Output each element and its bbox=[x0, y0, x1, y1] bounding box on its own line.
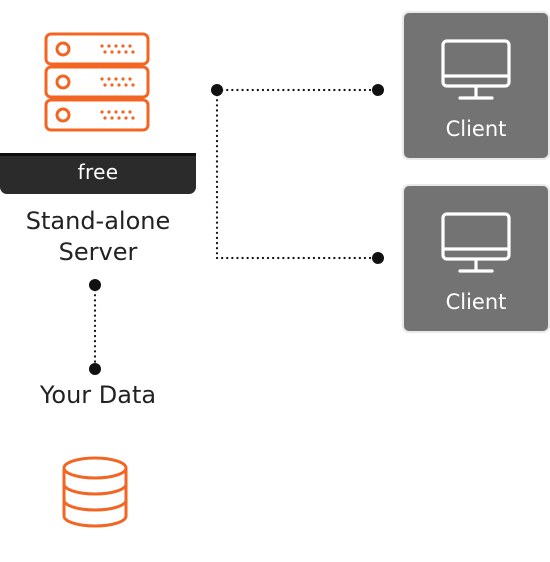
free-badge: free bbox=[0, 153, 196, 194]
connector-node bbox=[211, 84, 223, 96]
connector-node bbox=[372, 84, 384, 96]
server-label: Stand-alone Server bbox=[0, 206, 196, 268]
server-label-line-1: Stand-alone bbox=[25, 207, 171, 235]
client-label: Client bbox=[445, 117, 507, 141]
server-rack-icon bbox=[44, 32, 150, 132]
server-label-line-2: Server bbox=[58, 238, 138, 266]
connector-node bbox=[372, 252, 384, 264]
monitor-icon bbox=[441, 39, 511, 100]
free-badge-label: free bbox=[77, 160, 119, 184]
client-card[interactable]: Client bbox=[404, 186, 548, 331]
connector-node bbox=[89, 363, 101, 375]
connector-node bbox=[89, 279, 101, 291]
database-icon bbox=[62, 456, 128, 528]
data-label: Your Data bbox=[39, 381, 157, 409]
client-label: Client bbox=[445, 290, 507, 314]
client-card[interactable]: Client bbox=[404, 13, 548, 158]
monitor-icon bbox=[441, 212, 511, 273]
